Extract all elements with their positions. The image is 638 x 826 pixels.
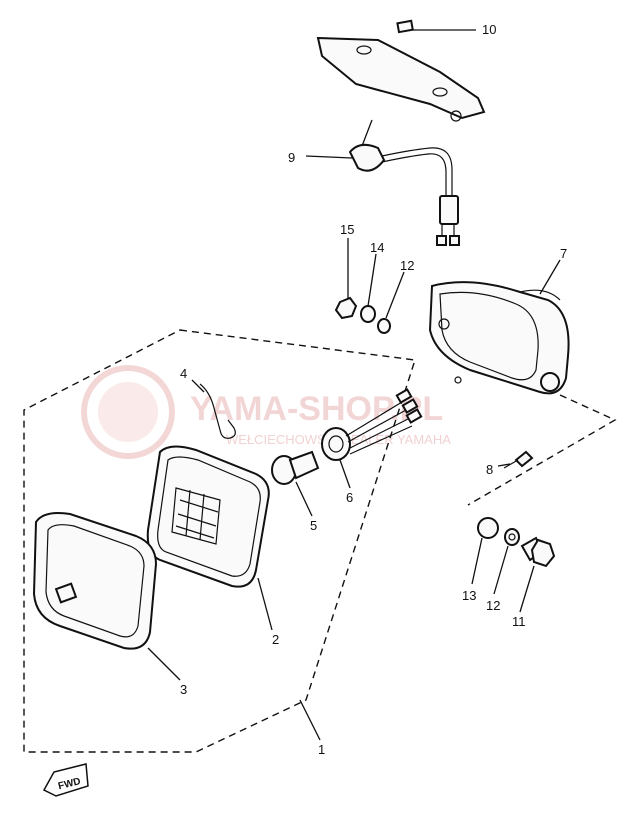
part-socket-harness xyxy=(321,388,423,461)
callout-12-lower: 12 xyxy=(486,598,500,613)
callout-6: 6 xyxy=(346,490,353,505)
part-lens-unit xyxy=(146,445,270,588)
assembly-outline-dashed xyxy=(23,329,416,753)
assembly-outline-dashed-right xyxy=(467,394,617,506)
fwd-label: FWD xyxy=(57,776,82,792)
callout-9: 9 xyxy=(288,150,295,165)
callout-13: 13 xyxy=(462,588,476,603)
callouts: 10 9 15 14 12 7 4 6 5 8 2 3 13 12 11 1 xyxy=(180,22,567,757)
watermark: YAMA-SHOP.PL WEŁCIECHOWSKI DEALER YAMAHA xyxy=(81,365,451,459)
part-bolt xyxy=(520,536,556,568)
callout-12-upper: 12 xyxy=(400,258,414,273)
callout-14: 14 xyxy=(370,240,384,255)
callout-3: 3 xyxy=(180,682,187,697)
callout-1: 1 xyxy=(318,742,325,757)
part-bulb xyxy=(271,450,320,485)
part-washer-lower xyxy=(504,528,520,546)
leader-lines xyxy=(147,29,561,741)
part-socket-wire xyxy=(348,143,460,246)
part-bracket xyxy=(316,19,486,122)
part-collar xyxy=(477,517,499,539)
part-housing xyxy=(428,281,570,395)
callout-4: 4 xyxy=(180,366,187,381)
part-clip xyxy=(199,383,236,439)
part-nut-washers xyxy=(334,296,391,334)
callout-15: 15 xyxy=(340,222,354,237)
callout-5: 5 xyxy=(310,518,317,533)
callout-11: 11 xyxy=(512,614,526,629)
watermark-logo-inner-icon xyxy=(98,382,158,442)
part-screw-small xyxy=(503,450,534,469)
callout-10: 10 xyxy=(482,22,496,37)
fwd-arrow-icon xyxy=(42,763,89,797)
part-rim xyxy=(32,512,158,650)
watermark-logo-icon xyxy=(81,365,175,459)
callout-8: 8 xyxy=(486,462,493,477)
callout-7: 7 xyxy=(560,246,567,261)
callout-2: 2 xyxy=(272,632,279,647)
fwd-arrow: FWD xyxy=(42,763,89,797)
